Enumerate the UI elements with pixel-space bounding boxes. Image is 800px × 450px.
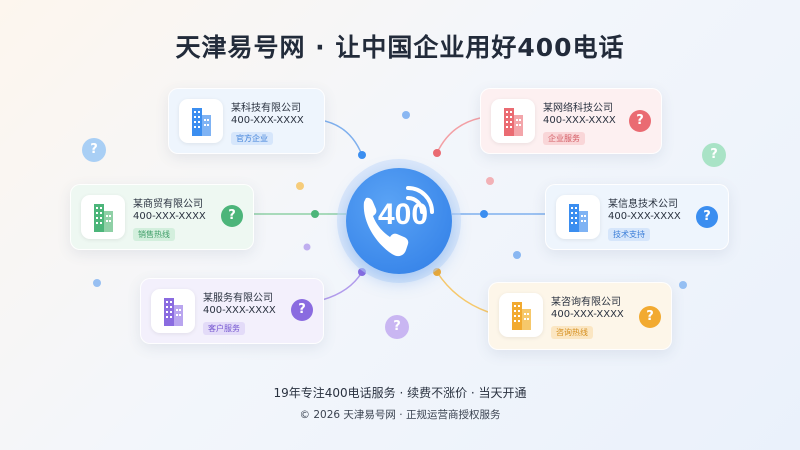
phone-icon bbox=[363, 186, 434, 257]
company-card-info-tech[interactable]: 某信息技术公司 400-XXX-XXXX 技术支持 ? bbox=[545, 184, 729, 250]
company-phone: 400-XXX-XXXX bbox=[231, 115, 304, 126]
company-phone: 400-XXX-XXXX bbox=[608, 211, 681, 222]
company-tag: 客户服务 bbox=[203, 322, 245, 335]
question-icon: ? bbox=[291, 299, 313, 321]
floating-question-icon: ? bbox=[702, 143, 726, 167]
company-tag: 技术支持 bbox=[608, 228, 650, 241]
question-icon: ? bbox=[696, 206, 718, 228]
footer-tagline: 19年专注400电话服务 · 续费不涨价 · 当天开通 bbox=[273, 386, 527, 400]
company-card-tech[interactable]: 某科技有限公司 400-XXX-XXXX 官方企业 bbox=[168, 88, 325, 154]
company-tag: 官方企业 bbox=[231, 132, 273, 145]
company-tag: 企业服务 bbox=[543, 132, 585, 145]
building-icon bbox=[179, 99, 223, 143]
question-icon: ? bbox=[221, 205, 243, 227]
floating-question-icon: ? bbox=[385, 315, 409, 339]
company-card-network[interactable]: 某网络科技公司 400-XXX-XXXX 企业服务 ? bbox=[480, 88, 662, 154]
floating-question-icon: ? bbox=[82, 138, 106, 162]
building-icon bbox=[151, 289, 195, 333]
question-icon: ? bbox=[639, 306, 661, 328]
building-icon bbox=[491, 99, 535, 143]
company-phone: 400-XXX-XXXX bbox=[543, 115, 616, 126]
question-icon: ? bbox=[629, 110, 651, 132]
company-card-trade[interactable]: 某商贸有限公司 400-XXX-XXXX 销售热线 ? bbox=[70, 184, 254, 250]
company-card-consulting[interactable]: 某咨询有限公司 400-XXX-XXXX 咨询热线 ? bbox=[488, 282, 672, 350]
company-tag: 咨询热线 bbox=[551, 326, 593, 339]
hub-label: 400 bbox=[378, 198, 429, 231]
hub-400-phone bbox=[346, 168, 452, 274]
company-name: 某科技有限公司 bbox=[231, 103, 301, 114]
footer-copyright: © 2026 天津易号网 · 正规运营商授权服务 bbox=[299, 409, 501, 421]
building-icon bbox=[556, 195, 600, 239]
company-phone: 400-XXX-XXXX bbox=[551, 309, 624, 320]
company-name: 某信息技术公司 bbox=[608, 199, 678, 210]
company-phone: 400-XXX-XXXX bbox=[203, 305, 276, 316]
page-title: 天津易号网 · 让中国企业用好400电话 bbox=[175, 33, 625, 62]
company-phone: 400-XXX-XXXX bbox=[133, 211, 206, 222]
company-name: 某服务有限公司 bbox=[203, 293, 273, 304]
building-icon bbox=[499, 293, 543, 337]
building-icon bbox=[81, 195, 125, 239]
company-card-service[interactable]: 某服务有限公司 400-XXX-XXXX 客户服务 ? bbox=[140, 278, 324, 344]
company-name: 某商贸有限公司 bbox=[133, 199, 203, 210]
company-name: 某咨询有限公司 bbox=[551, 297, 621, 308]
company-tag: 销售热线 bbox=[133, 228, 175, 241]
company-name: 某网络科技公司 bbox=[543, 103, 613, 114]
